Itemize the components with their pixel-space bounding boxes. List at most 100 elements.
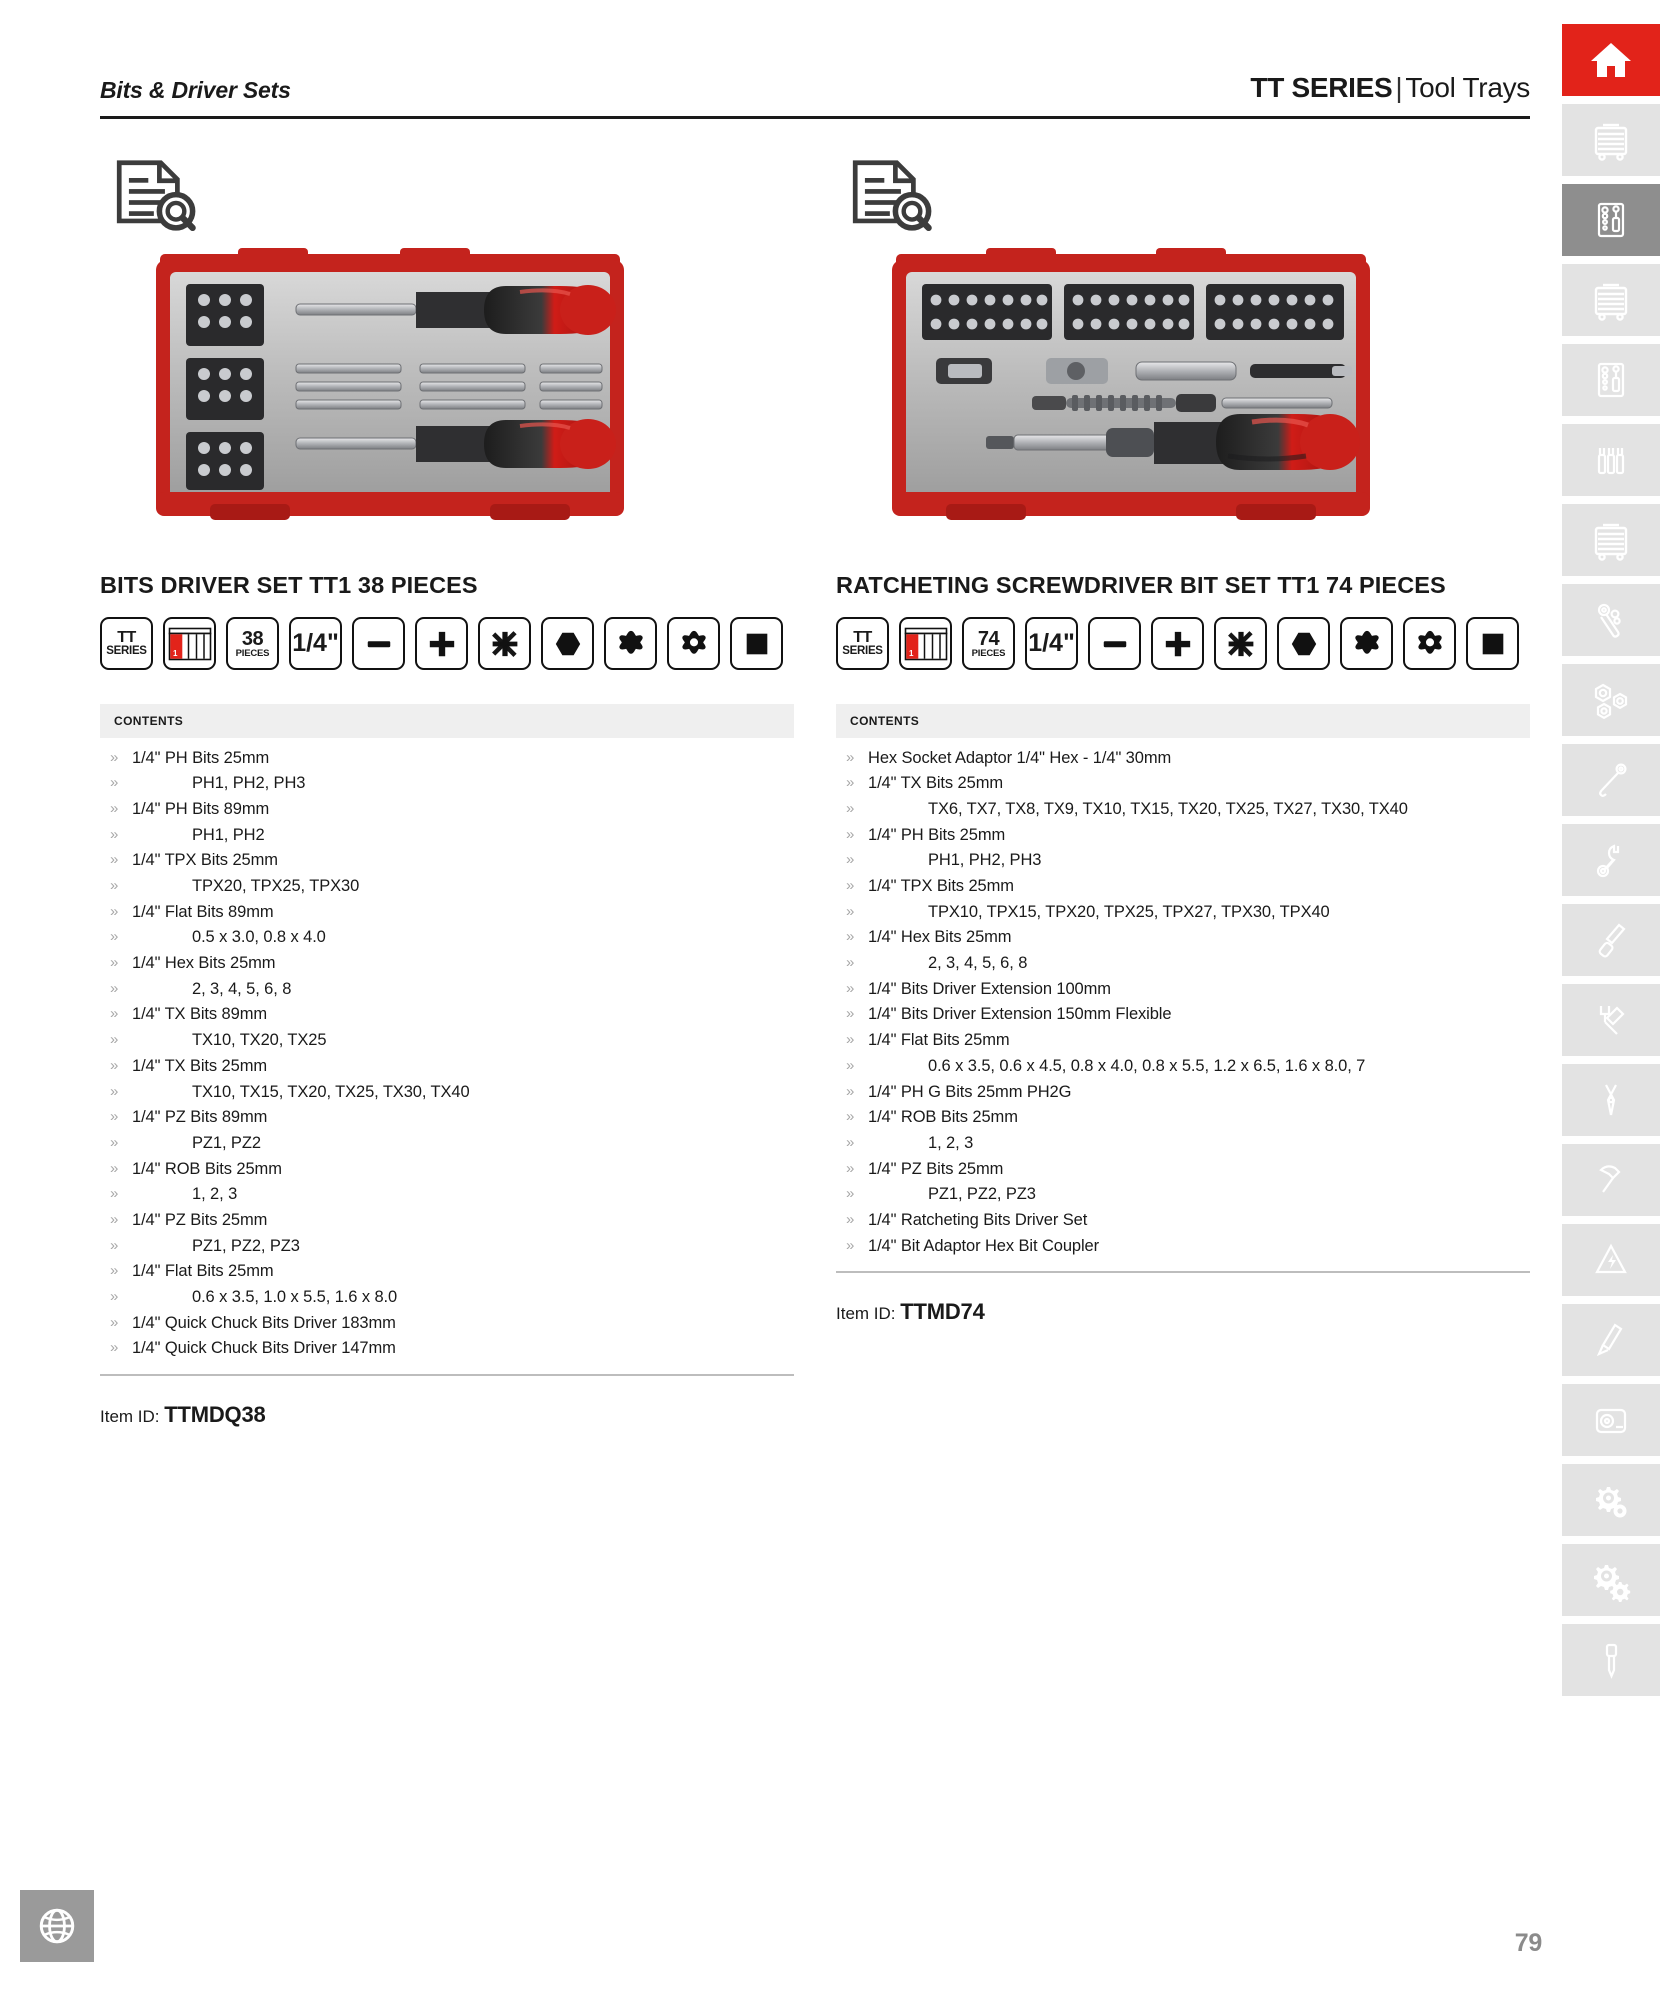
sidebar-item-adjustable-wrench[interactable] xyxy=(1562,984,1660,1056)
sidebar-item-insulated-tool[interactable] xyxy=(1562,1224,1660,1296)
sidebar-item-extension-bar[interactable] xyxy=(1562,744,1660,816)
bullet-icon: » xyxy=(110,1313,119,1331)
sidebar-item-screwdriver-group[interactable] xyxy=(1562,424,1660,496)
sidebar-item-pliers[interactable] xyxy=(1562,1064,1660,1136)
contents-item-text: 1/4" PH Bits 25mm xyxy=(132,748,270,767)
tt-series-line2: SERIES xyxy=(106,644,147,657)
contents-item: »1/4" Hex Bits 25mm xyxy=(836,925,1530,951)
sidebar-item-bits-driver-tray[interactable] xyxy=(1562,184,1660,256)
pozidriv-icon xyxy=(491,630,517,657)
contents-item-text: PH1, PH2 xyxy=(192,825,265,844)
gear-cluster-icon xyxy=(1596,1487,1627,1518)
contents-item: »1/4" Hex Bits 25mm xyxy=(100,951,794,977)
contents-item-text: 1/4" TX Bits 25mm xyxy=(868,774,1003,793)
contents-item-text: 2, 3, 4, 5, 6, 8 xyxy=(928,954,1028,973)
pozidriv-bit-badge xyxy=(1214,617,1267,670)
contents-item: »1/4" PH Bits 89mm xyxy=(100,796,794,822)
bullet-icon: » xyxy=(110,979,119,997)
contents-item: »TPX10, TPX15, TPX20, TPX25, TPX27, TPX3… xyxy=(836,899,1530,925)
contents-item: »1/4" PZ Bits 89mm xyxy=(100,1105,794,1131)
contents-item-text: PZ1, PZ2 xyxy=(192,1133,261,1152)
page-header: Bits & Driver Sets TT SERIES|Tool Trays xyxy=(100,72,1530,119)
tool-cabinet-icon xyxy=(1594,523,1628,561)
sidebar-item-wrench[interactable] xyxy=(1562,824,1660,896)
document-search-button[interactable] xyxy=(112,160,204,232)
product-column: RATCHETING SCREWDRIVER BIT SET TT1 74 PI… xyxy=(836,140,1530,1428)
bullet-icon: » xyxy=(846,902,855,920)
bullet-icon: » xyxy=(846,1005,855,1023)
contents-item: »1/4" TX Bits 25mm xyxy=(100,1053,794,1079)
bullet-icon: » xyxy=(846,748,855,766)
bullet-icon: » xyxy=(110,748,119,766)
sidebar-item-screwdriver[interactable] xyxy=(1562,904,1660,976)
bullet-icon: » xyxy=(110,1210,119,1228)
bullet-icon: » xyxy=(846,1236,855,1254)
contents-item-text: 1/4" ROB Bits 25mm xyxy=(132,1159,282,1178)
contents-item: »1/4" ROB Bits 25mm xyxy=(836,1105,1530,1131)
contents-item-text: 1/4" Hex Bits 25mm xyxy=(868,928,1012,947)
contents-item-text: 1/4" PH Bits 25mm xyxy=(868,825,1006,844)
contents-item-text: TPX20, TPX25, TPX30 xyxy=(192,877,360,896)
bullet-icon: » xyxy=(846,1108,855,1126)
contents-item: »1/4" Flat Bits 89mm xyxy=(100,899,794,925)
contents-item-text: 1/4" Bit Adaptor Hex Bit Coupler xyxy=(868,1236,1100,1255)
document-search-button[interactable] xyxy=(848,160,940,232)
torx-security-bit-badge xyxy=(667,617,720,670)
contents-item-text: 1/4" PZ Bits 25mm xyxy=(132,1210,268,1229)
piece-count-value: 38 xyxy=(241,627,264,650)
page-number: 79 xyxy=(1514,1929,1543,1957)
contents-item: »PH1, PH2, PH3 xyxy=(836,848,1530,874)
bullet-icon: » xyxy=(846,979,855,997)
screwdriver-icon xyxy=(1598,923,1626,958)
hexagon-icon xyxy=(1291,632,1316,655)
sidebar-item-tool-cabinet[interactable] xyxy=(1562,504,1660,576)
tt-series-line1: TT xyxy=(853,628,872,646)
document-search-icon xyxy=(852,160,932,232)
contents-item: »1, 2, 3 xyxy=(836,1130,1530,1156)
contents-item: »TPX20, TPX25, TPX30 xyxy=(100,873,794,899)
bullet-icon: » xyxy=(846,1056,855,1074)
contents-item-text: 1/4" Bits Driver Extension 150mm Flexibl… xyxy=(868,1005,1172,1024)
bullet-icon: » xyxy=(846,877,855,895)
sidebar-item-tool-cabinet[interactable] xyxy=(1562,104,1660,176)
svg-text:1: 1 xyxy=(909,649,914,658)
sidebar-item-punch[interactable] xyxy=(1562,1624,1660,1696)
bullet-icon: » xyxy=(110,902,119,920)
contents-item: »1/4" PH G Bits 25mm PH2G xyxy=(836,1079,1530,1105)
contents-item: »1/4" Flat Bits 25mm xyxy=(836,1028,1530,1054)
contents-item: »PZ1, PZ2 xyxy=(100,1130,794,1156)
sidebar-item-home[interactable] xyxy=(1562,24,1660,96)
sidebar-item-gear-cluster[interactable] xyxy=(1562,1464,1660,1536)
sidebar-item-tool-cabinet[interactable] xyxy=(1562,264,1660,336)
torx-security-icon xyxy=(681,630,706,654)
bullet-icon: » xyxy=(110,1236,119,1254)
sidebar-item-sockets[interactable] xyxy=(1562,664,1660,736)
contents-item-text: 1/4" Quick Chuck Bits Driver 183mm xyxy=(132,1313,396,1332)
contents-item-text: Hex Socket Adaptor 1/4" Hex - 1/4" 30mm xyxy=(868,748,1172,767)
bullet-icon: » xyxy=(846,1159,855,1177)
contents-item: » 1/4" PH Bits 25mm xyxy=(100,745,794,771)
contents-item-text: PZ1, PZ2, PZ3 xyxy=(192,1236,300,1255)
bullet-icon: » xyxy=(846,1133,855,1151)
document-search-icon xyxy=(116,160,196,232)
item-id: Item ID: TTMDQ38 xyxy=(100,1402,794,1428)
sidebar-item-bits-driver-tray[interactable] xyxy=(1562,344,1660,416)
sidebar-item-ratchet[interactable] xyxy=(1562,584,1660,656)
bullet-icon: » xyxy=(110,1185,119,1203)
title-separator: | xyxy=(1395,72,1403,103)
contents-item: »2, 3, 4, 5, 6, 8 xyxy=(836,951,1530,977)
sockets-icon xyxy=(1594,683,1628,720)
sidebar-item-hammer[interactable] xyxy=(1562,1144,1660,1216)
item-id-value: TTMD74 xyxy=(900,1298,985,1324)
language-globe-button[interactable] xyxy=(20,1890,94,1962)
bullet-icon: » xyxy=(846,1031,855,1049)
contents-item-text: TX6, TX7, TX8, TX9, TX10, TX15, TX20, TX… xyxy=(928,799,1408,818)
flat-bit-badge xyxy=(1088,617,1141,670)
breadcrumb: Bits & Driver Sets xyxy=(100,77,291,103)
sidebar-item-chisel[interactable] xyxy=(1562,1304,1660,1376)
sidebar-item-gears[interactable] xyxy=(1562,1544,1660,1616)
contents-item: » PZ1, PZ2, PZ3 xyxy=(100,1233,794,1259)
sidebar-item-tape-measure[interactable] xyxy=(1562,1384,1660,1456)
